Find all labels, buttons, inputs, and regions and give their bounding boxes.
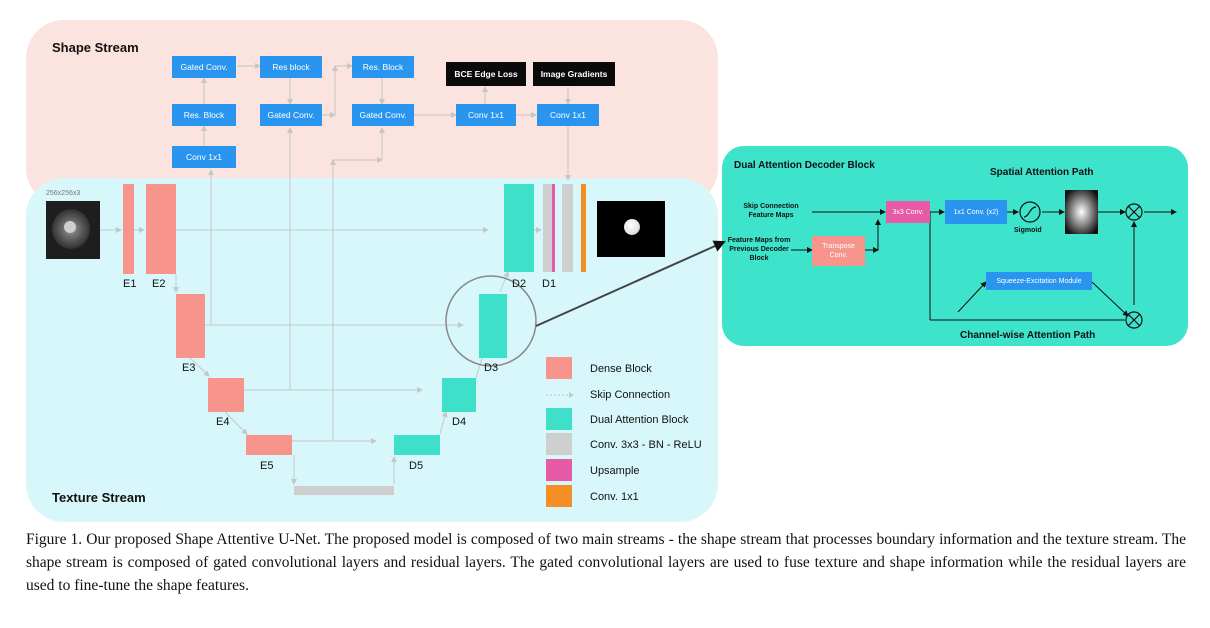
sigmoid-label: Sigmoid	[1014, 227, 1042, 234]
conv1x1-block-3: Conv 1x1	[537, 104, 599, 126]
legend-swatch-conv-bn-relu	[546, 433, 572, 455]
encoder-block-e1	[123, 184, 134, 274]
squeeze-excitation-block: Squeeze-Excitation Module	[986, 272, 1092, 290]
conv3x3-block: 3x3 Conv.	[886, 201, 930, 223]
channel-attention-path-label: Channel-wise Attention Path	[960, 330, 1096, 341]
skip-connection-input-label: Skip Connection Feature Maps	[743, 203, 799, 219]
legend-swatch-upsample	[546, 459, 572, 481]
res-block-1: Res. Block	[172, 104, 236, 126]
shape-stream-title: Shape Stream	[52, 40, 139, 55]
legend-swatch-dense-block	[546, 357, 572, 379]
final-conv1x1-block	[581, 184, 586, 272]
decoder-block-d5	[394, 435, 440, 455]
label-d1: D1	[542, 278, 557, 290]
conv1x1-block-1: Conv 1x1	[172, 146, 236, 168]
legend-swatch-conv1x1	[546, 485, 572, 507]
image-gradients-block: Image Gradients	[533, 62, 615, 86]
previous-decoder-input-label: Feature Maps from Previous Decoder Block	[727, 237, 791, 262]
bottleneck-block	[294, 486, 394, 495]
input-mri-image	[46, 201, 100, 259]
legend-dual-attention-block: Dual Attention Block	[590, 414, 689, 426]
legend-dense-block: Dense Block	[590, 363, 652, 375]
conv1x1-block-2: Conv 1x1	[456, 104, 516, 126]
spatial-attention-map	[1065, 190, 1098, 234]
texture-stream-title: Texture Stream	[52, 490, 146, 505]
decoder-block-d3	[479, 294, 507, 358]
decoder-block-d1	[543, 184, 552, 272]
label-e3: E3	[182, 362, 196, 374]
upsample-block	[552, 184, 555, 272]
decoder-block-d4	[442, 378, 476, 412]
label-e5: E5	[260, 460, 274, 472]
legend-conv1x1: Conv. 1x1	[590, 491, 639, 503]
gated-conv-block-3: Gated Conv.	[352, 104, 414, 126]
figure-caption: Figure 1. Our proposed Shape Attentive U…	[26, 531, 1186, 594]
bce-edge-loss-block: BCE Edge Loss	[446, 62, 526, 86]
label-d5: D5	[409, 460, 424, 472]
encoder-block-e5	[246, 435, 292, 455]
gated-conv-block-1: Gated Conv.	[172, 56, 236, 78]
label-e1: E1	[123, 278, 137, 290]
legend-skip-connection: Skip Connection	[590, 389, 671, 401]
encoder-block-e4	[208, 378, 244, 412]
spatial-attention-path-label: Spatial Attention Path	[990, 167, 1094, 178]
transpose-conv-block: Transpose Conv.	[812, 236, 865, 266]
legend-conv-bn-relu: Conv. 3x3 - BN - ReLU	[590, 439, 702, 451]
legend-upsample: Upsample	[590, 465, 640, 477]
res-block-2: Res block	[260, 56, 322, 78]
gated-conv-block-2: Gated Conv.	[260, 104, 322, 126]
output-mask-image	[597, 201, 665, 257]
conv1x1-x2-block: 1x1 Conv. (x2)	[945, 200, 1007, 224]
label-d4: D4	[452, 416, 467, 428]
label-e4: E4	[216, 416, 230, 428]
label-d2: D2	[512, 278, 527, 290]
conv-bn-relu-block	[562, 184, 573, 272]
encoder-block-e2	[146, 184, 176, 274]
res-block-3: Res. Block	[352, 56, 414, 78]
label-e2: E2	[152, 278, 166, 290]
dual-attention-panel	[722, 146, 1188, 346]
encoder-block-e3	[176, 294, 205, 358]
input-size-label: 256x256x3	[46, 190, 81, 197]
decoder-block-d2	[504, 184, 534, 272]
legend-swatch-dual-attention	[546, 408, 572, 430]
legend-skip-arrow	[546, 392, 574, 398]
dual-attention-title: Dual Attention Decoder Block	[734, 160, 875, 171]
label-d3: D3	[484, 362, 499, 374]
